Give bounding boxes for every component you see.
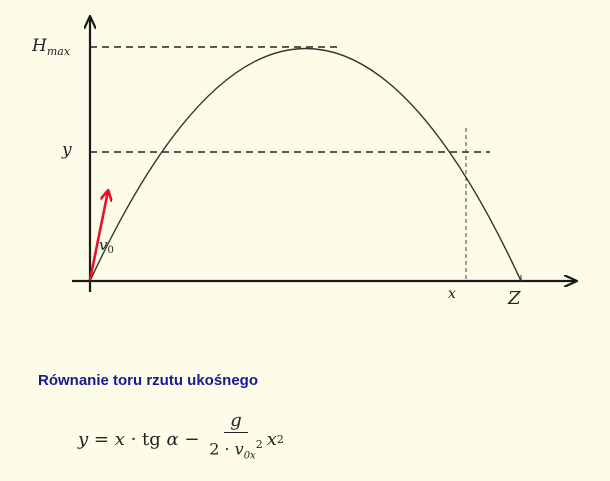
formula-denominator: 2 · v0x2: [209, 433, 263, 467]
formula-tail-sup: 2: [276, 432, 284, 446]
formula-dot: ·: [124, 428, 143, 450]
hmax-label: Hmax: [32, 36, 71, 58]
formula-fraction: g 2 · v0x2: [209, 412, 263, 467]
v0-label: v0: [99, 236, 114, 256]
formula-eq: =: [88, 428, 115, 450]
hmax-label-main: H: [32, 36, 47, 56]
formula-lhs: y: [78, 428, 89, 450]
initial-velocity-arrow: [88, 191, 108, 281]
section-heading: Równanie toru rzutu ukośnego: [38, 372, 258, 389]
formula-den-sub: 0x: [243, 450, 256, 462]
x-label: x: [448, 286, 456, 302]
trajectory-diagram: [72, 0, 610, 292]
hmax-label-sub: max: [46, 45, 71, 58]
z-label: Z: [508, 288, 521, 309]
formula-tg: tg: [142, 428, 167, 450]
trajectory-curve: [89, 48, 522, 282]
formula-den-coef: 2 ·: [209, 439, 235, 459]
formula-alpha: α: [166, 428, 179, 450]
formula-numerator: g: [224, 412, 248, 433]
formula-den-v: v: [234, 439, 244, 459]
formula-minus: −: [178, 428, 206, 450]
formula-x: x: [114, 428, 125, 450]
y-label: y: [62, 140, 72, 160]
formula-tail-x: x: [266, 428, 277, 450]
formula-den-sup: 2: [255, 438, 263, 451]
v0-label-sub: 0: [107, 245, 114, 256]
v0-label-main: v: [99, 236, 108, 254]
